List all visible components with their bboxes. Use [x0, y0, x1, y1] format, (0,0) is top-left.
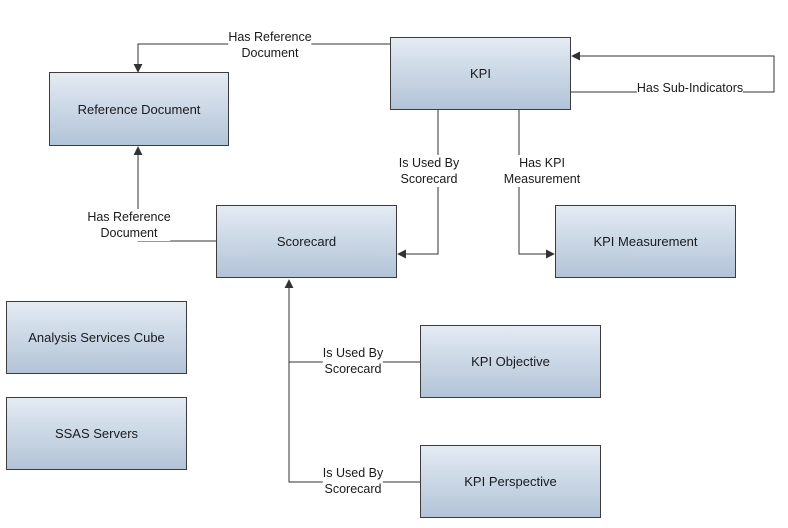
connector-perspective-scorecard	[284, 279, 420, 483]
reference-document-box: Reference Document	[49, 72, 229, 146]
edge-label-line: Is Used By	[322, 346, 384, 360]
edge-label-kpi-reference-document: Has Reference Document	[228, 29, 312, 61]
edge-label-perspective-used-by-scorecard: Is Used By Scorecard	[322, 465, 384, 497]
edge-label-line: Has KPI	[519, 156, 565, 170]
edge-label-line: Has Sub-Indicators	[636, 81, 744, 95]
edge-label-line: Measurement	[503, 172, 581, 186]
edge-label-line: Has Reference	[87, 210, 171, 224]
analysis-services-cube-box: Analysis Services Cube	[6, 301, 187, 374]
kpi-perspective-box: KPI Perspective	[420, 445, 601, 518]
edge-label-line: Has Reference	[228, 30, 312, 44]
edge-label-line: Is Used By	[322, 466, 384, 480]
connector-scorecard-reference-document	[133, 146, 216, 242]
edge-label-line: Document	[100, 226, 158, 240]
edge-label-line: Is Used By	[398, 156, 460, 170]
scorecard-box: Scorecard	[216, 205, 397, 278]
kpi-measurement-box: KPI Measurement	[555, 205, 736, 278]
edge-label-objective-used-by-scorecard: Is Used By Scorecard	[322, 345, 384, 377]
edge-label-line: Scorecard	[324, 362, 382, 376]
edge-label-line: Document	[241, 46, 299, 60]
edge-label-scorecard-reference-document: Has Reference Document	[87, 209, 171, 241]
edge-label-kpi-has-measurement: Has KPI Measurement	[503, 155, 581, 187]
kpi-objective-box: KPI Objective	[420, 325, 601, 398]
kpi-box: KPI	[390, 37, 571, 110]
edge-label-line: Scorecard	[324, 482, 382, 496]
edge-label-kpi-used-by-scorecard: Is Used By Scorecard	[398, 155, 460, 187]
edge-label-kpi-sub-indicators: Has Sub-Indicators	[636, 80, 744, 96]
edge-label-line: Scorecard	[400, 172, 458, 186]
ssas-servers-box: SSAS Servers	[6, 397, 187, 470]
